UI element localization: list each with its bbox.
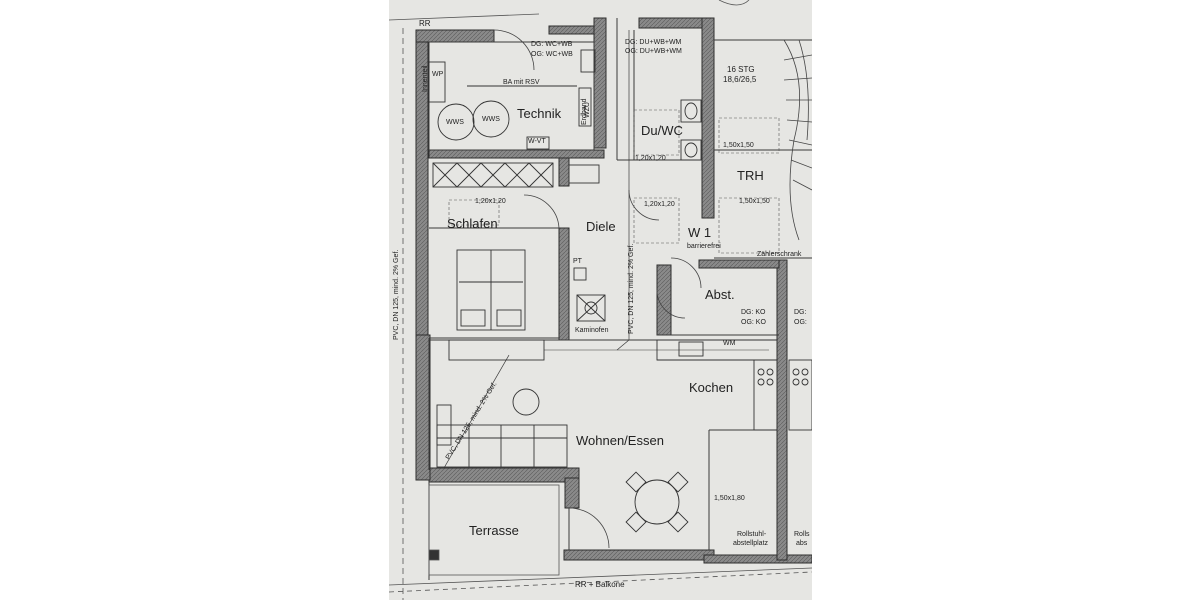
label-technik-og: OG: WC+WB (531, 51, 573, 58)
label-dim-diele: 1,20x1,20 (644, 201, 675, 208)
terrace-floor (428, 484, 560, 576)
label-erdband: Erdband (581, 98, 588, 125)
technik-equipment (428, 61, 592, 150)
label-dim-trh-mid: 1,50x1,50 (739, 198, 770, 205)
label-wp: WP (432, 71, 444, 78)
label-stairs-count: 16 STG (727, 65, 755, 74)
room-schlafen: Schlafen (447, 216, 498, 231)
room-kochen: Kochen (689, 380, 733, 395)
label-dim-kochen: 1,50x1,80 (714, 495, 745, 502)
label-stairs-dim: 18,6/26,5 (723, 75, 757, 84)
living-furniture (436, 339, 568, 468)
label-wws-1: WWS (446, 119, 464, 126)
label-rollstuhl-2: abstellplatz (733, 540, 769, 547)
label-w-vt: W-VT (528, 138, 546, 145)
exterior-walls (415, 17, 812, 564)
label-abst-og-right: OG: (794, 319, 807, 326)
room-wohnen-essen: Wohnen/Essen (576, 433, 664, 448)
label-rollstuhl-1: Rollstuhl- (737, 531, 767, 538)
room-abst: Abst. (705, 287, 735, 302)
wardrobe-schlafen (432, 162, 600, 188)
kaminofen-symbol (573, 267, 606, 322)
label-wzu: WZU (584, 102, 591, 118)
inner-lines (428, 18, 812, 580)
label-dim-trh-top: 1,50x1,50 (723, 142, 754, 149)
stairs (783, 39, 812, 241)
room-w1: W 1 (688, 225, 711, 240)
room-du-wc: Du/WC (641, 123, 683, 138)
label-zaehlerschrank: Zählerschrank (757, 251, 802, 258)
plan-sheet: Technik Du/WC TRH Schlafen Diele W 1 Abs… (389, 0, 812, 600)
label-ba-rsv: BA mit RSV (503, 79, 540, 86)
kitchen-counter (656, 339, 812, 431)
label-duwc-og: OG: DU+WB+WM (625, 48, 682, 55)
label-wws-2: WWS (482, 116, 500, 123)
label-technik-dg: DG: WC+WB (531, 41, 573, 48)
label-abst-dg: DG: KO (741, 309, 766, 316)
dining-table (625, 471, 689, 533)
label-pipe-mid: PVC, DN 125, mind. 2% Gef. (628, 244, 635, 334)
label-rollstuhl-right-2: abs (796, 540, 808, 547)
label-wm: WM (723, 340, 736, 347)
turning-circles (448, 109, 780, 254)
room-trh: TRH (737, 168, 764, 183)
label-rr-bottom: RR + Balkone (575, 580, 625, 589)
label-barrierefrei: barrierefrei (687, 243, 721, 250)
label-pipe-left: PVC, DN 125, mind. 2% Gef. (393, 250, 400, 340)
room-terrasse: Terrasse (469, 523, 519, 538)
site-lines (389, 0, 812, 600)
label-rollstuhl-right-1: Rolls (794, 531, 810, 538)
room-diele: Diele (586, 219, 616, 234)
bed (456, 249, 526, 331)
label-duwc-dg: DG: DU+WB+WM (625, 39, 682, 46)
room-technik: Technik (517, 106, 562, 121)
door-swings (493, 29, 702, 549)
label-rr-top: RR (419, 19, 431, 28)
bathroom-fixtures (580, 49, 702, 161)
label-innenteil: Innenteil (422, 65, 429, 92)
label-pt: PT (573, 258, 583, 265)
floor-plan: Technik Du/WC TRH Schlafen Diele W 1 Abs… (389, 0, 812, 600)
label-kaminofen: Kaminofen (575, 327, 609, 334)
label-dim-schlafen: 1,20x1,20 (475, 198, 506, 205)
label-abst-og: OG: KO (741, 319, 766, 326)
label-abst-dg-right: DG: (794, 309, 807, 316)
label-pipe-diagonal: PVC, DN 125, mind. 2% Gef. (445, 381, 499, 461)
label-dim-duwc: 1,20x1,20 (635, 155, 666, 162)
